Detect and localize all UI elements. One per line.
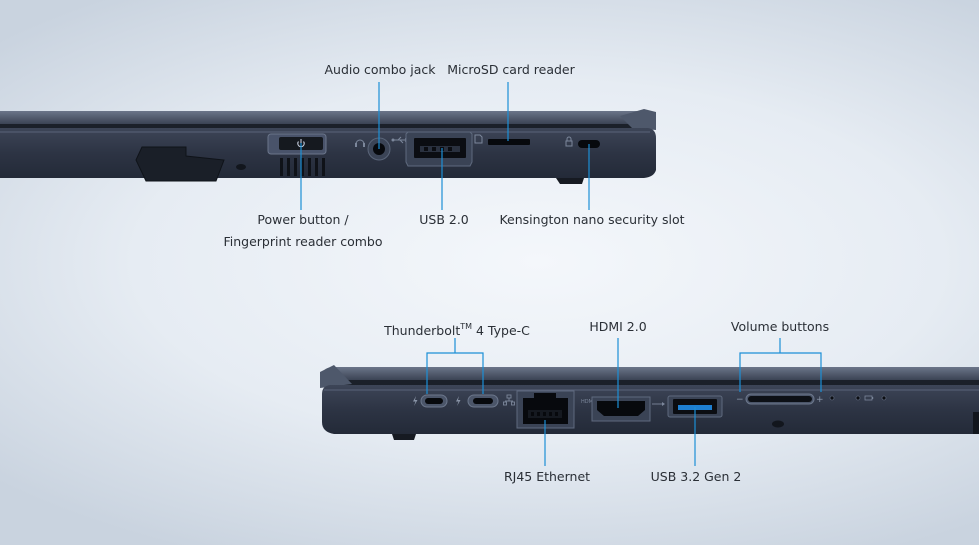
laptop-left-side — [0, 82, 656, 210]
label-thunderbolt-tm: TM — [460, 322, 473, 331]
label-power-button-line1: Power button / — [257, 212, 349, 227]
status-leds — [829, 395, 887, 401]
bottom-leader-lines — [426, 338, 822, 466]
label-power-button-line2: Fingerprint reader combo — [223, 234, 383, 249]
label-thunderbolt-text: Thunderbolt — [384, 323, 461, 338]
microsd-card-reader[interactable] — [488, 139, 530, 145]
hdmi-port[interactable] — [597, 401, 645, 416]
usb-ss-icon — [652, 402, 665, 406]
thunderbolt-icon — [413, 396, 418, 406]
hdmi-mark: HDMI — [581, 399, 594, 405]
top-leader-lines — [300, 82, 590, 210]
thunderbolt-icon — [456, 396, 461, 406]
label-audio-combo-jack: Audio combo jack — [324, 62, 436, 77]
volume-plus-mark: + — [816, 395, 824, 405]
thunderbolt-port-1[interactable] — [425, 398, 443, 404]
laptop-right-side: HDMI − + — [320, 338, 979, 466]
sd-card-icon — [474, 134, 483, 144]
network-icon — [503, 394, 515, 406]
label-volume-buttons: Volume buttons — [730, 319, 830, 334]
label-rj45-ethernet: RJ45 Ethernet — [503, 469, 591, 484]
label-hdmi-2: HDMI 2.0 — [589, 319, 647, 334]
battery-icon — [864, 395, 874, 401]
label-usb-3-2-gen-2: USB 3.2 Gen 2 — [650, 469, 742, 484]
volume-rocker[interactable] — [748, 396, 812, 402]
headset-icon — [355, 139, 365, 147]
label-kensington-slot: Kensington nano security slot — [499, 212, 685, 227]
volume-minus-mark: − — [736, 395, 744, 405]
laptop-body — [0, 128, 656, 178]
laptop-lid — [322, 367, 979, 380]
label-microsd-card-reader: MicroSD card reader — [447, 62, 575, 77]
lock-icon — [565, 136, 573, 147]
laptop-foot — [135, 146, 225, 182]
label-thunderbolt-4: ThunderboltTM 4 Type-C — [384, 316, 530, 341]
label-usb-2: USB 2.0 — [419, 212, 469, 227]
vent-grille — [280, 158, 325, 176]
laptop-lid — [0, 111, 654, 124]
thunderbolt-port-2[interactable] — [473, 398, 493, 404]
label-thunderbolt-suffix: 4 Type-C — [472, 323, 530, 338]
